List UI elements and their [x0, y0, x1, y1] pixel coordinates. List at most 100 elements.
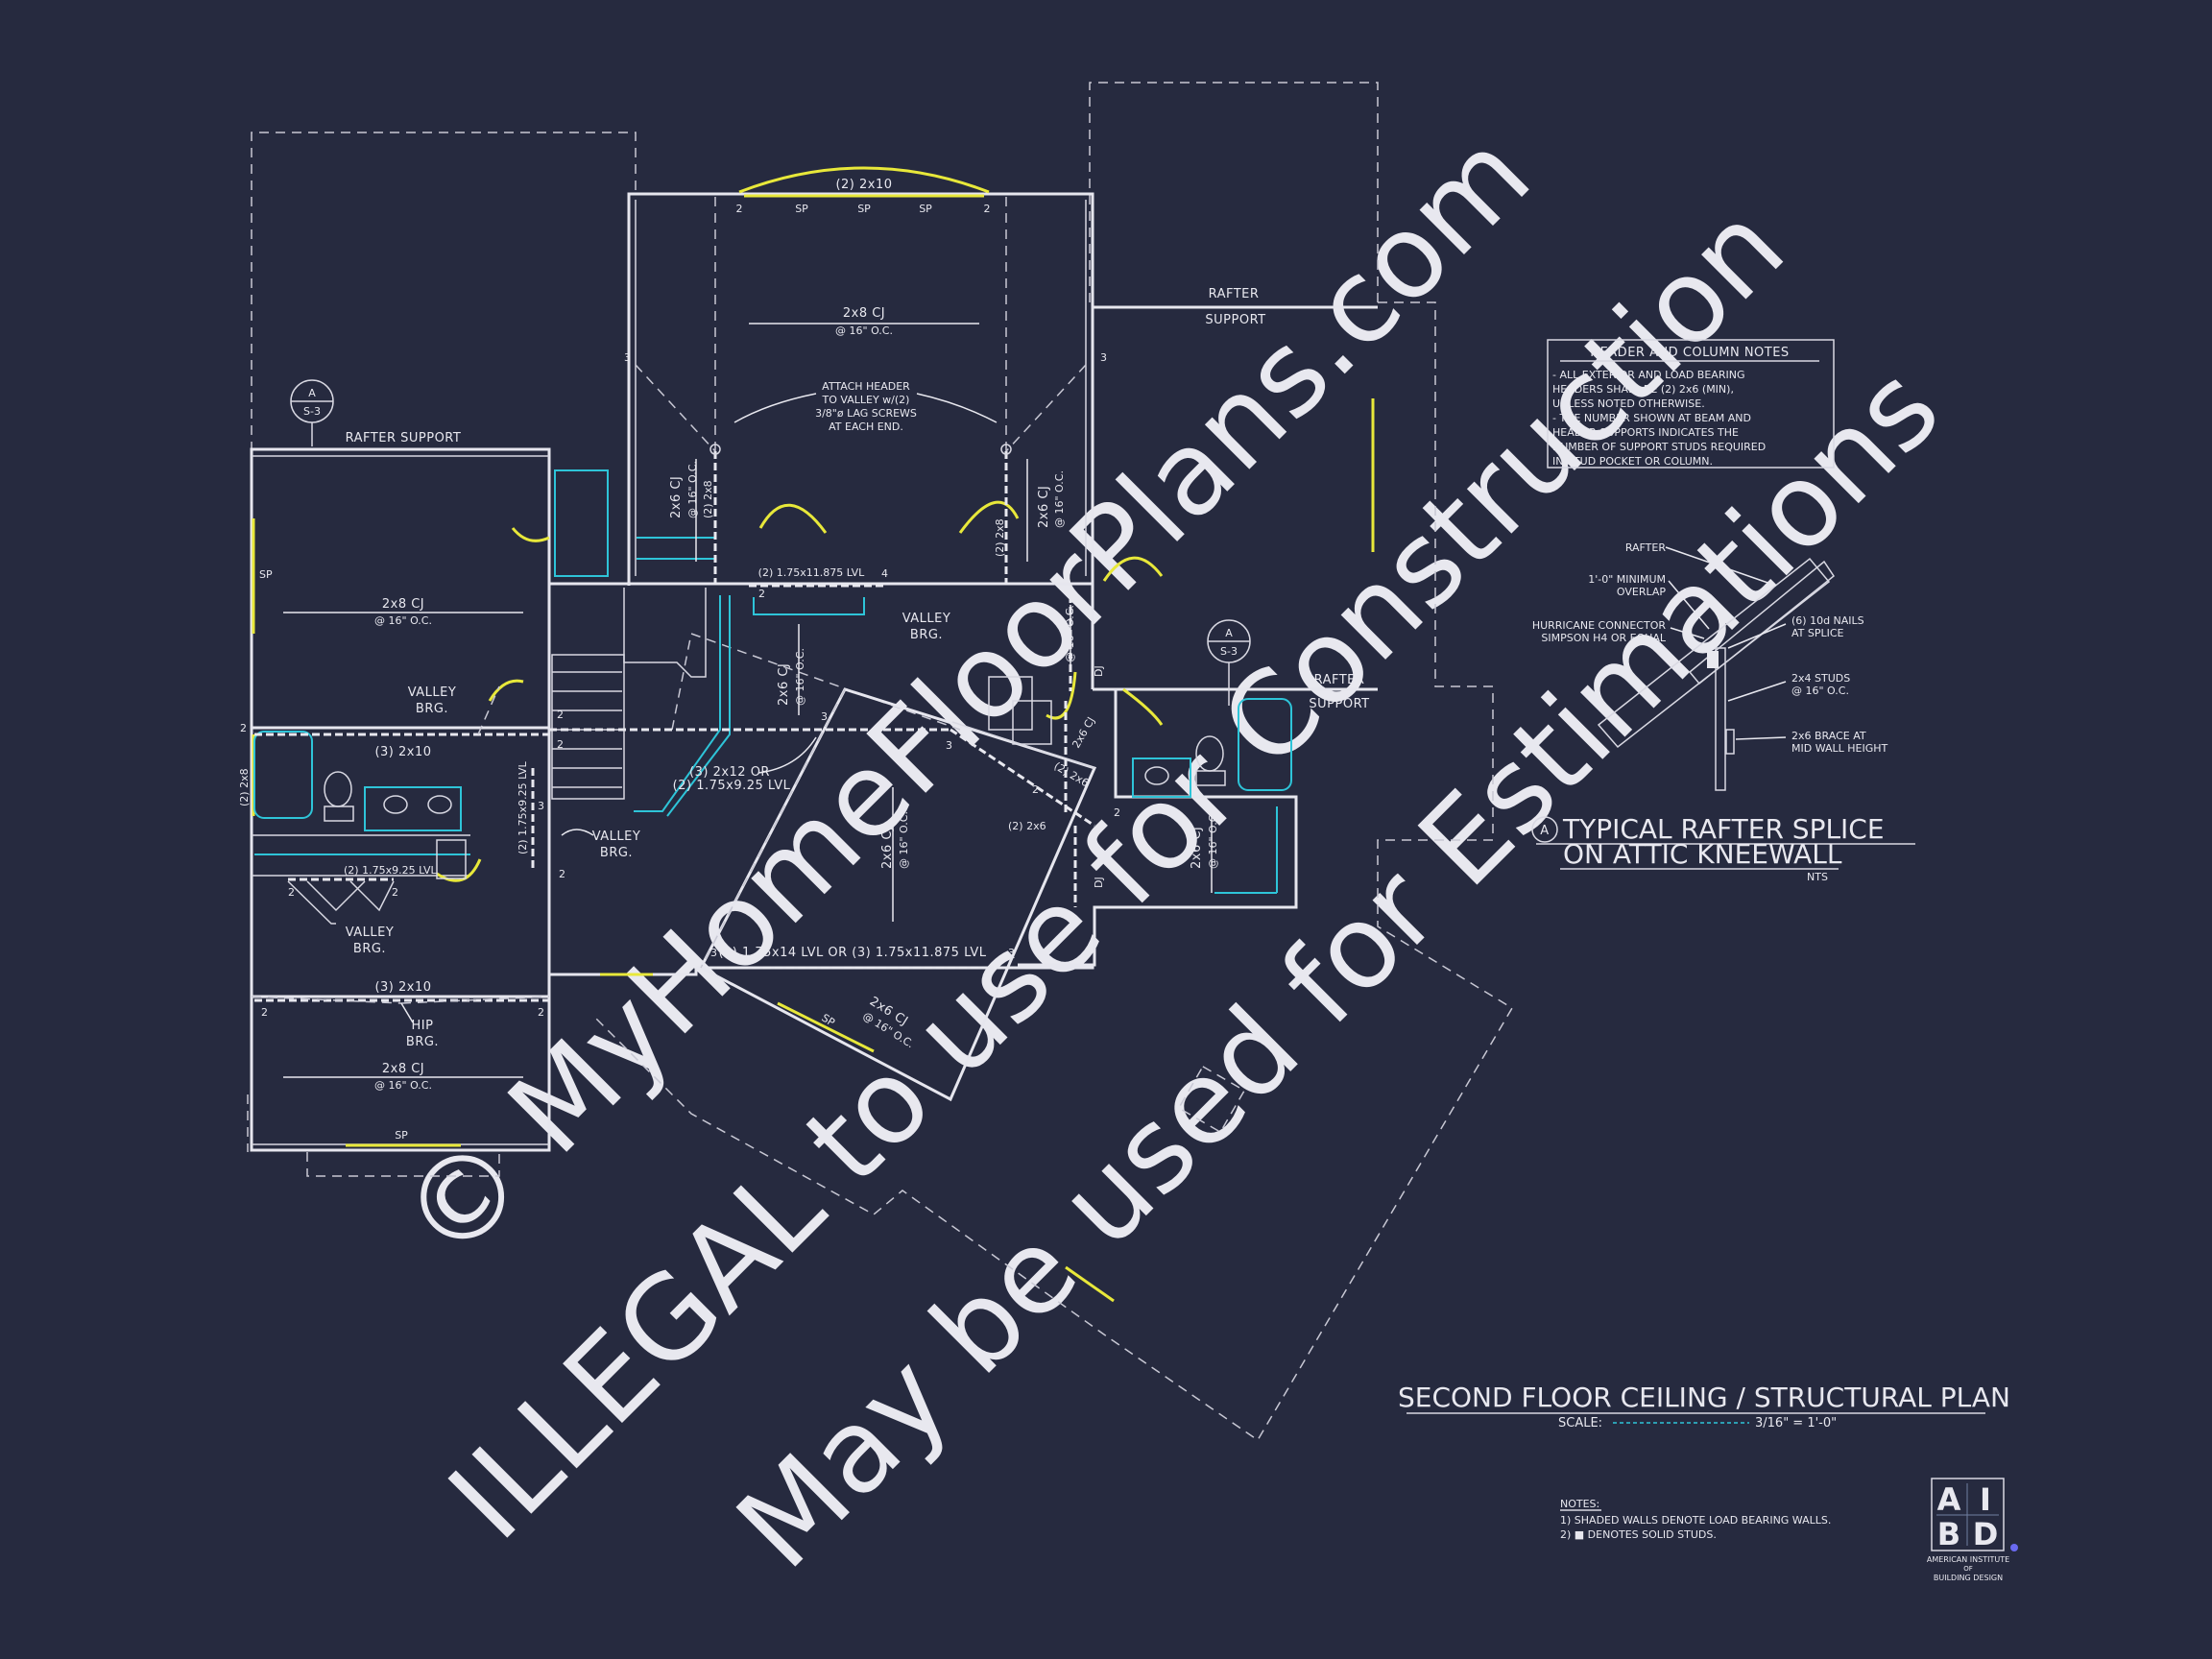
label-sp: SP [395, 1129, 408, 1142]
label-spacing-vertical: @ 16" O.C. [1053, 470, 1066, 528]
label-beam-3-2x10: (3) 2x10 [374, 745, 431, 759]
label-lvl: (2) 1.75x9.25 LVL [344, 864, 438, 877]
drawing-title-block: SECOND FLOOR CEILING / STRUCTURAL PLAN S… [1398, 1382, 2010, 1431]
label-beam-3-2x12: (3) 2x12 OR [689, 765, 770, 780]
detail-rafter: RAFTER [1625, 541, 1667, 554]
logo-caption: OF [1963, 1565, 1973, 1573]
label-stud-count: 3 [624, 351, 631, 364]
label-spacing-vertical: @ 16" O.C. [686, 461, 699, 518]
label-brg: BRG. [416, 702, 448, 716]
header-notes-line: HEADER SUPPORTS INDICATES THE [1552, 426, 1739, 439]
label-brg: BRG. [353, 942, 386, 956]
label-lvl-vertical: (2) 1.75x9.25 LVL [517, 760, 529, 854]
label-hip: HIP [412, 1019, 434, 1033]
detail-nts: NTS [1807, 871, 1828, 883]
label-valley: VALLEY [346, 926, 395, 940]
label-sp: SP [795, 203, 808, 215]
label-spacing-vertical: @ 16" O.C. [1064, 605, 1076, 662]
label-stud-count: 2 [557, 738, 564, 751]
detail-overlap-1: 1'-0" MINIMUM [1588, 573, 1666, 586]
label-cj-vertical: 2x6 CJ [777, 663, 791, 706]
detail-hurricane-2: SIMPSON H4 OR EQUAL [1541, 632, 1666, 644]
label-stud-count: 3 [710, 947, 717, 959]
label-stud-count: 2 [1114, 806, 1120, 819]
detail-studs-2: @ 16" O.C. [1791, 685, 1849, 697]
label-dj: DJ [1093, 665, 1105, 677]
label-stud-count: 2 [559, 868, 565, 880]
fixtures [324, 676, 1226, 879]
label-header-vertical: (2) 2x8 [994, 518, 1006, 557]
label-valley: VALLEY [408, 685, 457, 700]
label-stud-count: 3 [538, 800, 544, 812]
header-notes-line: UNLESS NOTED OTHERWISE. [1552, 397, 1705, 410]
label-header-2x6: (2) 2x6 [1008, 820, 1046, 832]
section-marker-top: A [308, 387, 316, 399]
logo-letter: I [1980, 1481, 1991, 1518]
label-valley: VALLEY [902, 612, 951, 626]
logo-letter: B [1937, 1516, 1960, 1552]
label-spacing: @ 16" O.C. [374, 1079, 432, 1092]
detail-nails-2: AT SPLICE [1791, 627, 1844, 639]
label-sp: SP [259, 568, 273, 581]
label-cj-vertical: 2x6 CJ [1070, 715, 1097, 751]
header-notes-line: - THE NUMBER SHOWN AT BEAM AND [1552, 412, 1751, 424]
label-cj-vertical: 2x6 CJ [880, 827, 895, 869]
label-spacing: @ 16" O.C. [374, 614, 432, 627]
notes-line-1: 1) SHADED WALLS DENOTE LOAD BEARING WALL… [1560, 1514, 1831, 1527]
scale-label: SCALE: [1558, 1416, 1602, 1431]
label-sp: SP [819, 1012, 837, 1029]
detail-overlap-2: OVERLAP [1617, 586, 1666, 598]
label-stud-count: 2 [538, 1006, 544, 1019]
label-stud-count: 2 [261, 1006, 268, 1019]
label-header-vertical: (2) 2x8 [238, 768, 251, 806]
label-sp: SP [857, 203, 871, 215]
label-sp: SP [919, 203, 932, 215]
label-attach-3: 3/8"ø LAG SCREWS [815, 407, 917, 420]
logo-letter: A [1937, 1481, 1961, 1518]
label-stud-count: 4 [881, 567, 888, 580]
label-cj: 2x8 CJ [843, 306, 885, 321]
label-header-2x10: (2) 2x10 [835, 178, 892, 192]
label-cj: 2x8 CJ [382, 597, 424, 612]
label-attach-2: TO VALLEY w/(2) [822, 394, 910, 406]
detail-hurricane-1: HURRICANE CONNECTOR [1532, 619, 1667, 632]
label-lvl-long: (2) 1.75x14 LVL OR (3) 1.75x11.875 LVL [718, 946, 986, 960]
header-notes-title: HEADER AND COLUMN NOTES [1590, 346, 1789, 360]
label-spacing-vertical: @ 16" O.C. [898, 811, 910, 869]
label-brg: BRG. [406, 1035, 439, 1049]
label-rafter-support: RAFTER SUPPORT [346, 431, 462, 445]
detail-brace-2: MID WALL HEIGHT [1791, 742, 1888, 755]
label-stud-count: 2 [288, 886, 295, 899]
header-notes-line: IN STUD POCKET OR COLUMN. [1552, 455, 1713, 468]
label-brg: BRG. [910, 628, 943, 642]
header-notes-line: HEADERS SHALL BE (2) 2x6 (MIN), [1552, 383, 1734, 396]
header-notes-line: - ALL EXTERIOR AND LOAD BEARING [1552, 369, 1744, 381]
label-cj-vertical: 2x6 CJ [669, 476, 684, 518]
beams [251, 194, 1095, 1004]
roof-outline-dashed [247, 82, 1514, 1442]
detail-title-line-2: ON ATTIC KNEEWALL [1563, 838, 1842, 870]
section-marker-bottom: S-3 [303, 405, 321, 418]
detail-marker: A [1540, 824, 1549, 838]
label-stud-count: 2 [1097, 854, 1104, 867]
label-support: SUPPORT [1309, 697, 1369, 711]
label-cj: 2x8 CJ [382, 1062, 424, 1076]
section-marker-a-right: A S-3 [1207, 619, 1251, 706]
aibd-logo: A I B D AMERICAN INSTITUTE OF BUILDING D… [1927, 1478, 2018, 1582]
logo-caption: BUILDING DESIGN [1934, 1574, 2003, 1582]
detail-title-line-1: TYPICAL RAFTER SPLICE [1562, 813, 1885, 845]
detail-studs-1: 2x4 STUDS [1791, 672, 1850, 685]
label-stud-count: 3 [946, 739, 952, 752]
drawing-title: SECOND FLOOR CEILING / STRUCTURAL PLAN [1398, 1382, 2010, 1413]
section-marker-a-left: A S-3 [290, 379, 334, 446]
label-stud-count: 2 [557, 709, 564, 721]
header-notes-line: NUMBER OF SUPPORT STUDS REQUIRED [1552, 441, 1766, 453]
label-spacing-vertical: @ 16" O.C. [794, 648, 806, 706]
label-support: SUPPORT [1205, 313, 1265, 327]
plan-labels: (2) 2x10 2 SP SP SP 2 2x8 CJ @ 16" O.C. … [238, 178, 1369, 1142]
label-rafter: RAFTER [1314, 673, 1365, 687]
label-spacing-vertical: @ 16" O.C. [1207, 811, 1219, 869]
detail-brace-1: 2x6 BRACE AT [1791, 730, 1866, 742]
general-notes: NOTES: 1) SHADED WALLS DENOTE LOAD BEARI… [1560, 1498, 1831, 1541]
